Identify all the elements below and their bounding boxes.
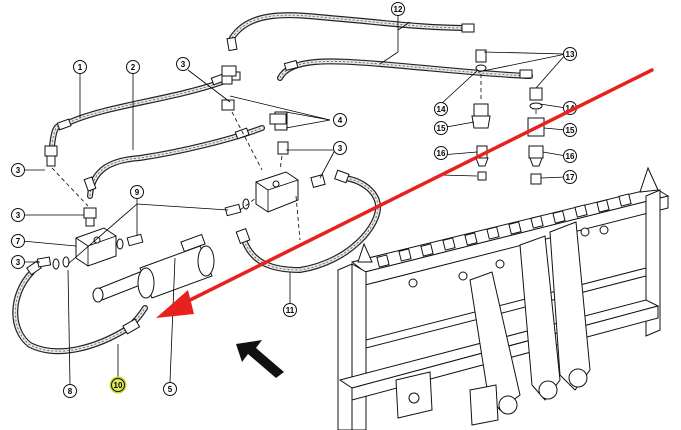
svg-text:14: 14: [437, 105, 446, 114]
callout-1: 1: [73, 60, 87, 74]
callout-12: 12: [391, 2, 405, 16]
svg-text:1: 1: [78, 63, 83, 72]
svg-text:17: 17: [566, 173, 575, 182]
svg-text:5: 5: [168, 385, 173, 394]
callout-3e: 3: [333, 141, 347, 155]
callout-10-highlighted: 10: [109, 376, 127, 394]
callout-16a: 16: [434, 146, 448, 160]
callout-13: 13: [563, 47, 577, 61]
svg-text:15: 15: [437, 124, 446, 133]
hose-2: [83, 125, 265, 199]
svg-text:3: 3: [16, 211, 21, 220]
callout-2: 2: [126, 60, 140, 74]
svg-text:16: 16: [566, 152, 575, 161]
callout-3b: 3: [11, 163, 25, 177]
callout-3d: 3: [11, 255, 25, 269]
leader-lines: [21, 14, 567, 385]
svg-text:15: 15: [566, 126, 575, 135]
callout-11: 11: [283, 303, 297, 317]
hose-12-lower: [277, 58, 533, 81]
svg-text:4: 4: [338, 116, 343, 125]
svg-text:11: 11: [286, 306, 295, 315]
callout-5: 5: [163, 382, 177, 396]
svg-text:12: 12: [394, 5, 403, 14]
direction-arrow-icon: [236, 340, 284, 378]
svg-text:3: 3: [181, 60, 186, 69]
callout-9: 9: [130, 185, 144, 199]
callout-17: 17: [563, 170, 577, 184]
carriage-frame: [337, 166, 670, 430]
callout-16b: 16: [563, 149, 577, 163]
hose-10: [12, 260, 148, 355]
callout-14a: 14: [434, 102, 448, 116]
svg-text:9: 9: [135, 188, 140, 197]
callout-3c: 3: [11, 208, 25, 222]
assembly-lines: [51, 74, 537, 241]
valve-block-upper: [255, 171, 299, 213]
hose-1: [49, 73, 226, 149]
callout-8: 8: [63, 384, 77, 398]
svg-text:7: 7: [16, 237, 21, 246]
callout-15b: 15: [563, 123, 577, 137]
hydraulic-cylinder-5: [92, 233, 215, 303]
svg-text:3: 3: [338, 144, 343, 153]
red-pointer-arrow-icon: [156, 68, 654, 318]
callout-15a: 15: [434, 121, 448, 135]
callout-7: 7: [11, 234, 25, 248]
svg-text:3: 3: [16, 166, 21, 175]
valve-block-7: [75, 227, 117, 267]
svg-text:10: 10: [114, 381, 123, 390]
svg-text:16: 16: [437, 149, 446, 158]
svg-text:14: 14: [566, 104, 575, 113]
svg-text:2: 2: [131, 63, 136, 72]
callout-4: 4: [333, 113, 347, 127]
callout-3a: 3: [176, 57, 190, 71]
svg-text:8: 8: [68, 387, 73, 396]
hose-12-upper: [226, 12, 475, 52]
svg-text:3: 3: [16, 258, 21, 267]
callouts: 1 2 3 3 3 3 3 4 5 7 8 9 10 11 12 13 14 1…: [11, 2, 577, 398]
svg-text:13: 13: [566, 50, 575, 59]
